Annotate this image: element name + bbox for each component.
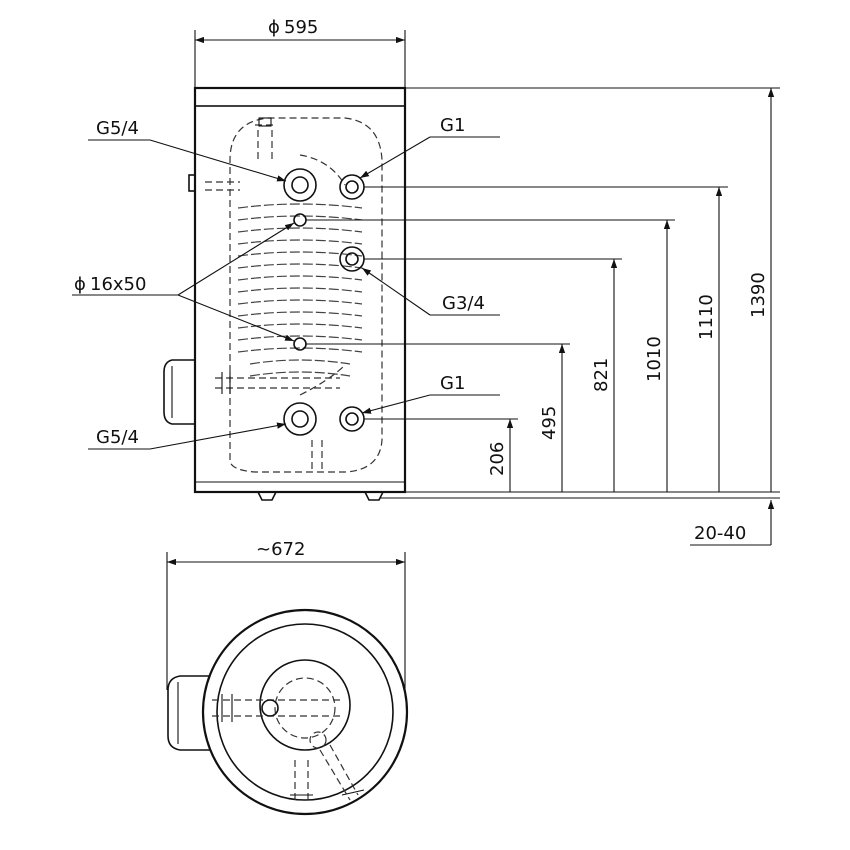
top-view-element-flange: [221, 694, 233, 722]
bottom-right-connection-label: G1: [440, 373, 465, 394]
heat-exchanger-coil: [237, 154, 363, 396]
top-view-pipe-ends: [290, 789, 365, 796]
tank-body: [193, 86, 407, 494]
front-view: ϕ 595 G5/4 G1 ϕ 16x50 G3/4: [72, 17, 780, 546]
label-sensor-sleeve: ϕ 16x50: [72, 222, 295, 342]
sensor-sleeve-diameter-symbol: ϕ: [74, 274, 86, 295]
height-495-label: 495: [539, 406, 560, 440]
heating-element-flange: [221, 372, 231, 394]
dimension-height-1010: 1010: [644, 220, 671, 492]
top-view-bottom-pipe: [294, 760, 309, 800]
tank-foot-right: [364, 491, 384, 501]
sensor-sleeve-label: 16x50: [90, 274, 146, 295]
top-view-control-box: [167, 675, 210, 751]
side-pipe-hidden: [205, 181, 240, 191]
height-extension-lines: [306, 87, 780, 499]
tank-foot-left: [257, 491, 277, 501]
dimension-diameter-595: ϕ 595: [194, 17, 406, 88]
top-view-fitting-small: [261, 699, 279, 717]
middle-connection-label: G3/4: [442, 293, 485, 314]
top-view-diag-pipe: [319, 744, 359, 801]
top-left-connection-label: G5/4: [96, 118, 139, 139]
dimension-feet-20-40: 20-40: [690, 500, 775, 546]
top-view-inner-hidden-circle: [274, 677, 336, 739]
dimension-height-821: 821: [591, 259, 618, 492]
side-control-box: [163, 359, 195, 425]
diameter-symbol: ϕ: [268, 17, 280, 38]
bottom-pipe-hidden: [311, 440, 323, 470]
bottom-left-connection-label: G5/4: [96, 427, 139, 448]
feet-20-40-label: 20-40: [694, 523, 746, 544]
tank-top-cap: [194, 87, 406, 107]
dimension-height-1110: 1110: [696, 187, 723, 492]
top-fitting: [258, 117, 272, 127]
connection-bottom-left-g54: [283, 402, 317, 436]
dimension-height-206: 206: [487, 419, 514, 492]
side-knob: [188, 174, 196, 192]
tank-top-inner-circle: [216, 623, 394, 801]
dimension-height-495: 495: [539, 344, 566, 492]
height-206-label: 206: [487, 442, 508, 476]
height-1390-label: 1390: [748, 272, 769, 318]
label-top-left-g54: G5/4: [88, 118, 287, 182]
connection-top-left-g54: [283, 168, 317, 202]
top-view-fitting-hidden: [309, 731, 327, 749]
height-821-label: 821: [591, 358, 612, 392]
dimension-width-672: ~672: [166, 539, 406, 710]
label-top-right-g1: G1: [359, 115, 500, 179]
top-view-flange-circle: [259, 659, 351, 751]
height-1010-label: 1010: [644, 336, 665, 382]
tank-top-outer-circle: [201, 608, 409, 816]
height-1110-label: 1110: [696, 294, 717, 340]
label-middle-g34: G3/4: [361, 267, 500, 316]
dimension-height-1390: 1390: [748, 88, 775, 492]
label-bottom-left-g54: G5/4: [88, 422, 287, 450]
diameter-595-label: 595: [284, 17, 318, 38]
top-fitting-hidden: [255, 124, 275, 160]
heating-element-hidden: [215, 377, 340, 389]
label-bottom-right-g1: G1: [361, 373, 500, 414]
width-672-label: ~672: [256, 539, 305, 560]
top-right-connection-label: G1: [440, 115, 465, 136]
top-view: ~672: [166, 539, 409, 816]
